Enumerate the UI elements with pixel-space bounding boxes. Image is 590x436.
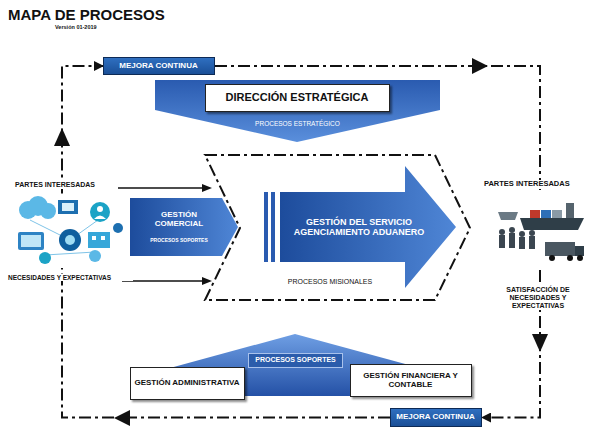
cloud-icon	[19, 201, 37, 219]
ship-hull	[520, 218, 584, 230]
truck-wheel	[549, 255, 555, 261]
input-arrowhead	[202, 184, 212, 192]
person-icon	[97, 206, 103, 212]
node-text: DIRECCIÓN ESTRATÉGICA	[206, 85, 388, 110]
building-icon	[88, 232, 110, 248]
network-line	[45, 252, 95, 255]
node-text: GESTIÓN COMERCIAL	[140, 206, 218, 232]
version-note: Versión 01-2019	[55, 24, 135, 30]
node-text: PROCESOS SOPORTES	[248, 353, 343, 368]
person	[519, 231, 525, 237]
person	[509, 227, 515, 233]
node-text: MEJORA CONTINUA	[104, 58, 213, 73]
hub-icon	[65, 235, 75, 245]
logistics-illustration	[498, 203, 584, 261]
container	[541, 210, 551, 218]
person	[519, 237, 525, 249]
node-text: PROCESOS ESTRATÉGICO	[240, 118, 355, 130]
arrow-bar	[264, 192, 268, 262]
node-icon	[113, 223, 123, 233]
truck-wheel	[577, 255, 583, 261]
mission-chevron: PROCESOS MISIONALESGESTIÓN COMERCIALPROC…	[205, 155, 470, 301]
stakeholder-label: PARTES INTERESADAS	[15, 181, 115, 189]
person-icon-bg	[90, 202, 110, 222]
node-text: GESTIÓN DEL SERVICIO AGENCIAMIENTO ADUAN…	[282, 210, 436, 244]
node-icon	[39, 252, 51, 264]
process-box: DIRECCIÓN ESTRATÉGICA	[205, 84, 390, 112]
input-arrow	[122, 280, 204, 282]
building-icon	[101, 236, 105, 240]
node-text: GESTIÓN FINANCIERA Y CONTABLE	[351, 365, 470, 395]
needs-label: NECESIDADES Y EXPECTATIVAS	[8, 274, 133, 281]
illustration-bg	[490, 192, 586, 268]
network-line	[30, 220, 70, 240]
person	[529, 230, 535, 236]
person	[509, 233, 515, 248]
input-arrowhead	[202, 277, 212, 285]
satisfaction-label: SATISFACCIÓN DE NECESIDADES Y EXPECTATIV…	[490, 286, 586, 310]
support-band: PROCESOS SOPORTESGESTIÓN ADMINISTRATIVAG…	[170, 333, 420, 396]
truck-trailer	[545, 242, 575, 256]
hub-icon	[59, 229, 81, 251]
diagram-title: MAPA DE PROCESOS	[8, 6, 165, 23]
device-icon	[18, 232, 44, 250]
small-ship	[498, 212, 518, 220]
process-box: GESTIÓN ADMINISTRATIVA	[130, 367, 245, 400]
node-text: GESTIÓN ADMINISTRATIVA	[131, 368, 243, 398]
illustration-bg	[8, 194, 128, 268]
shape-polygon	[155, 80, 440, 142]
people-group	[499, 227, 535, 249]
building-icon	[92, 236, 96, 240]
truck-cab	[575, 246, 584, 256]
ship-bridge	[566, 203, 574, 218]
shape-polygon	[280, 166, 456, 288]
input-arrow	[118, 187, 204, 189]
node-icon	[89, 250, 101, 262]
monitor-icon	[62, 203, 74, 211]
person	[499, 229, 505, 235]
shape-polygon	[130, 198, 238, 256]
node-text: PROCESOS MISIONALES	[265, 276, 395, 288]
cloud-icon	[28, 196, 48, 216]
container	[552, 210, 562, 218]
truck-wheel	[567, 255, 573, 261]
container	[530, 210, 540, 218]
device-icon	[21, 235, 41, 247]
person	[499, 235, 505, 248]
person	[529, 236, 535, 249]
arrow-bar	[271, 192, 275, 262]
stakeholder-label: PARTES INTERESADAS	[484, 180, 586, 189]
process-box: GESTIÓN FINANCIERA Y CONTABLE	[350, 364, 472, 397]
improvement-box: MEJORA CONTINUA	[103, 57, 215, 75]
person-icon	[94, 216, 106, 220]
stakeholder-icons	[18, 196, 123, 264]
core-process-arrow: GESTIÓN DEL SERVICIO AGENCIAMIENTO ADUAN…	[264, 166, 456, 288]
shape-polygon	[205, 155, 470, 300]
strategic-band: PROCESOS ESTRATÉGICO DIRECCIÓN ESTRATÉGIC…	[155, 78, 440, 142]
node-text: MEJORA CONTINUA	[391, 409, 480, 425]
improvement-box: MEJORA CONTINUA	[390, 408, 482, 427]
node-subtext: PROCESOS SOPORTES	[134, 236, 224, 245]
monitor-icon	[58, 200, 78, 214]
commercial-chevron: GESTIÓN COMERCIAL PROCESOS SOPORTES	[130, 198, 238, 256]
cloud-icon	[40, 203, 56, 219]
network-line	[70, 215, 105, 240]
